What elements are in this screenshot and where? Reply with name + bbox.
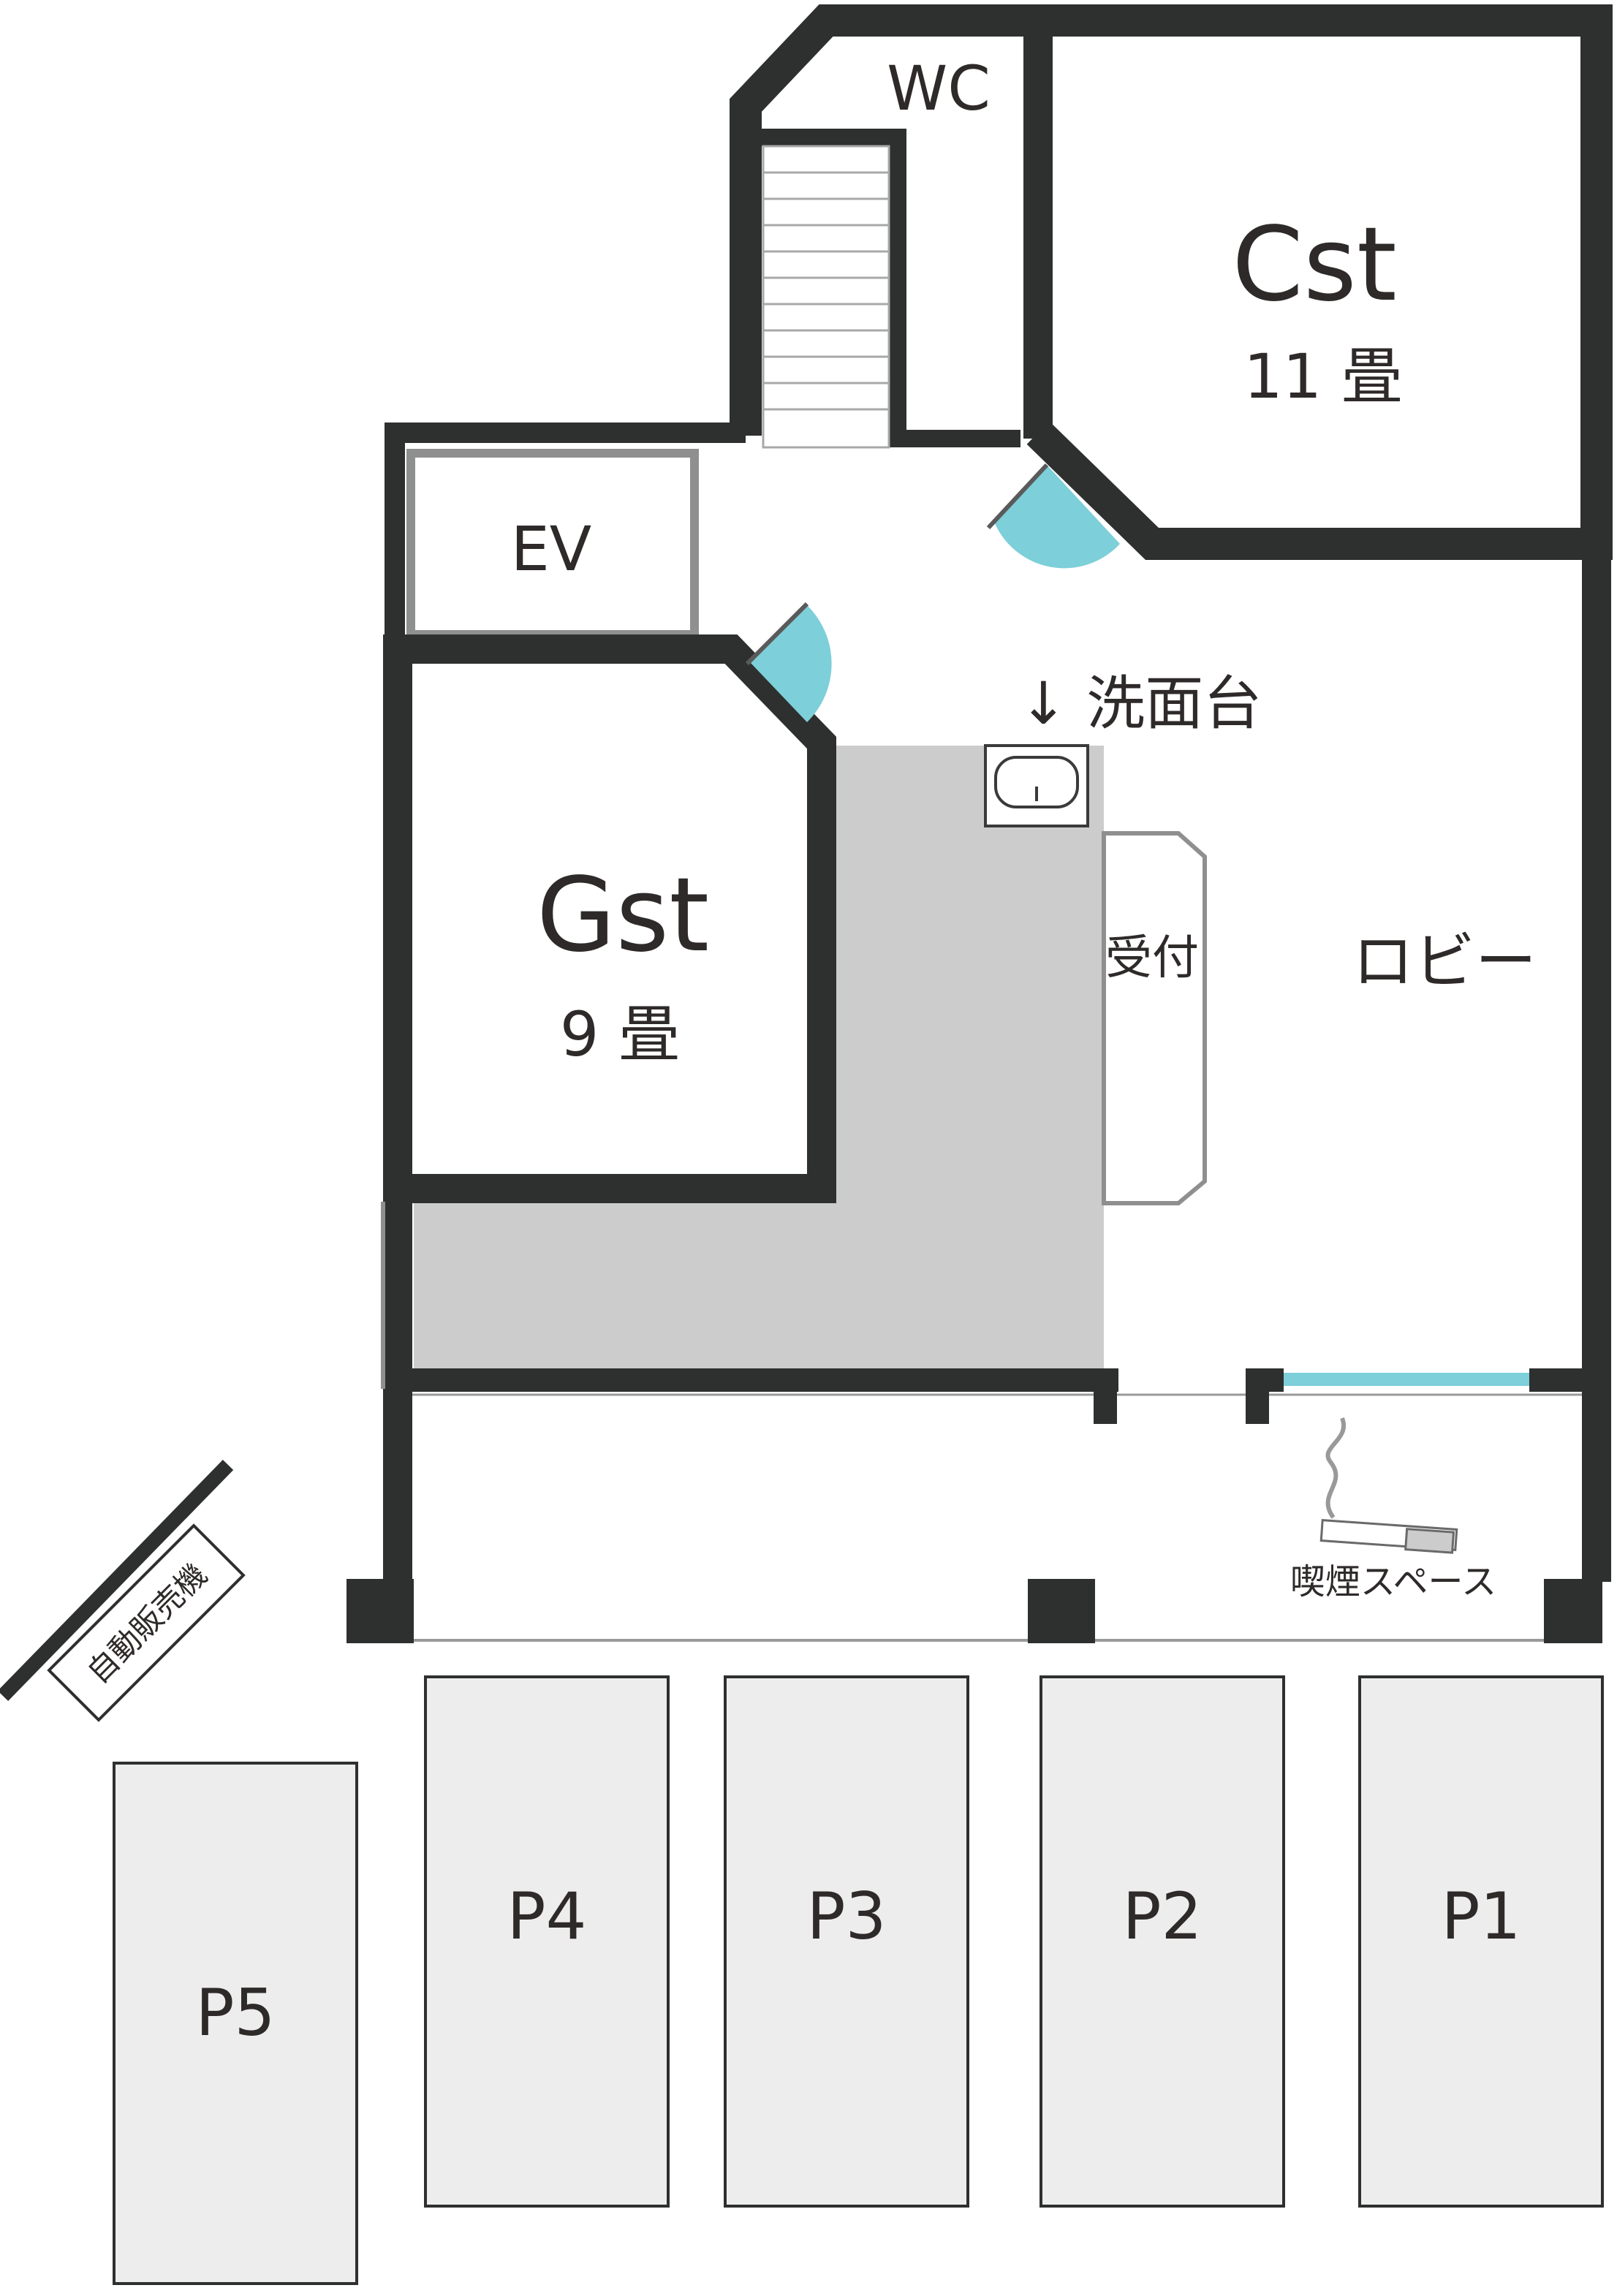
parking-spaces: P5 P4 P3 P2 P1 [113,1675,1604,2285]
pillar [1544,1579,1602,1643]
parking-space[interactable] [1358,1675,1604,2208]
pillar [346,1579,414,1643]
cst-room-size: 11 畳 [1243,341,1403,412]
parking-label: P1 [1441,1879,1521,1954]
back-area [414,746,1104,1370]
stair-steps [763,171,889,411]
cst-room-name: Cst [1232,205,1397,325]
parking-space[interactable] [113,1762,358,2285]
parking-space[interactable] [724,1675,969,2208]
gst-room-size: 9 畳 [560,999,680,1070]
staircase [762,145,890,449]
pillar [1028,1579,1095,1643]
washbasin-label: ↓ 洗面台 [1019,670,1262,738]
parking-label: P5 [195,1975,275,2050]
building-walls [346,4,1613,1643]
lobby-label: ロビー [1352,925,1537,997]
gst-room-name: Gst [537,856,709,975]
parking-space[interactable] [1040,1675,1285,2208]
smoking-area-label: 喫煙スペース [1290,1561,1496,1602]
parking-label: P2 [1122,1879,1202,1954]
washbasin-icon [984,744,1089,827]
room-labels: WC Cst 11 畳 EV Gst 9 畳 ↓ 洗面台 受付 ロビー 喫煙スペ… [511,53,1537,1602]
cigarette-icon [1319,1417,1458,1554]
vending-machine: 自動販売機 [0,1460,246,1722]
upper-left-wall [385,423,746,643]
doors [745,463,1120,722]
wc-label: WC [887,53,991,124]
reception-label: 受付 [1105,931,1199,985]
parking-label: P3 [806,1879,886,1954]
gst-room-walls [383,634,836,1203]
parking-label: P4 [507,1879,586,1954]
parking-space[interactable] [424,1675,670,2208]
ev-label: EV [511,513,592,585]
reception-counter[interactable] [1102,831,1207,1205]
lobby-window [1284,1373,1529,1386]
wc-stair-block [730,4,1038,436]
gst-door [750,605,832,722]
stair-inner-wall [760,129,1020,447]
